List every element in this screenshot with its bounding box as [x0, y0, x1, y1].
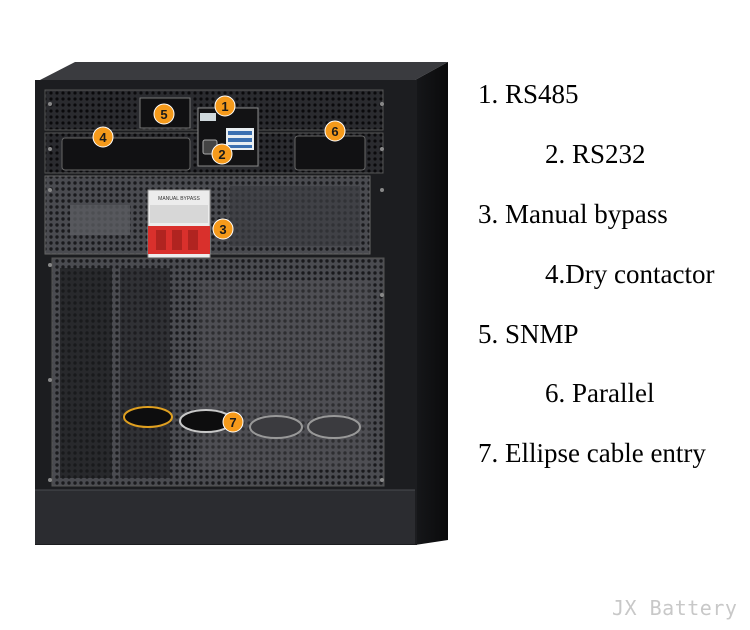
dry-contactor-block [61, 137, 191, 171]
svg-text:5: 5 [160, 107, 167, 122]
breaker-label-text: MANUAL BYPASS [158, 196, 200, 202]
cable-entry-4 [307, 415, 361, 439]
cable-entry-1 [123, 406, 173, 428]
label-parallel: 6. Parallel [545, 378, 655, 408]
svg-text:4: 4 [99, 130, 107, 145]
label-ellipse-cable-entry: 7. Ellipse cable entry [478, 438, 706, 468]
marker-4: 4 [92, 126, 114, 148]
marker-1: 1 [214, 95, 236, 117]
label-rs485: 1. RS485 [478, 79, 579, 109]
marker-3: 3 [212, 218, 234, 240]
svg-text:6: 6 [331, 124, 338, 139]
cable-entry-3 [249, 415, 303, 439]
label-manual-bypass: 3. Manual bypass [478, 199, 668, 229]
label-dry-contactor: 4.Dry contactor [545, 259, 715, 289]
svg-text:2: 2 [218, 147, 225, 162]
svg-text:3: 3 [219, 222, 226, 237]
cabinet-side [415, 62, 448, 545]
marker-6: 6 [324, 120, 346, 142]
marker-7: 7 [222, 411, 244, 433]
cabinet-top [40, 62, 448, 80]
cabinet-base [35, 490, 415, 544]
marker-2: 2 [211, 143, 233, 165]
label-snmp: 5. SNMP [478, 319, 579, 349]
label-rs232: 2. RS232 [545, 139, 646, 169]
svg-text:7: 7 [229, 415, 236, 430]
parallel-block [294, 135, 366, 171]
svg-text:1: 1 [221, 99, 228, 114]
ups-cabinet-image: MANUAL BYPASS 1 2 3 4 [35, 62, 448, 545]
marker-5: 5 [153, 103, 175, 125]
watermark: JX Battery [612, 596, 738, 620]
